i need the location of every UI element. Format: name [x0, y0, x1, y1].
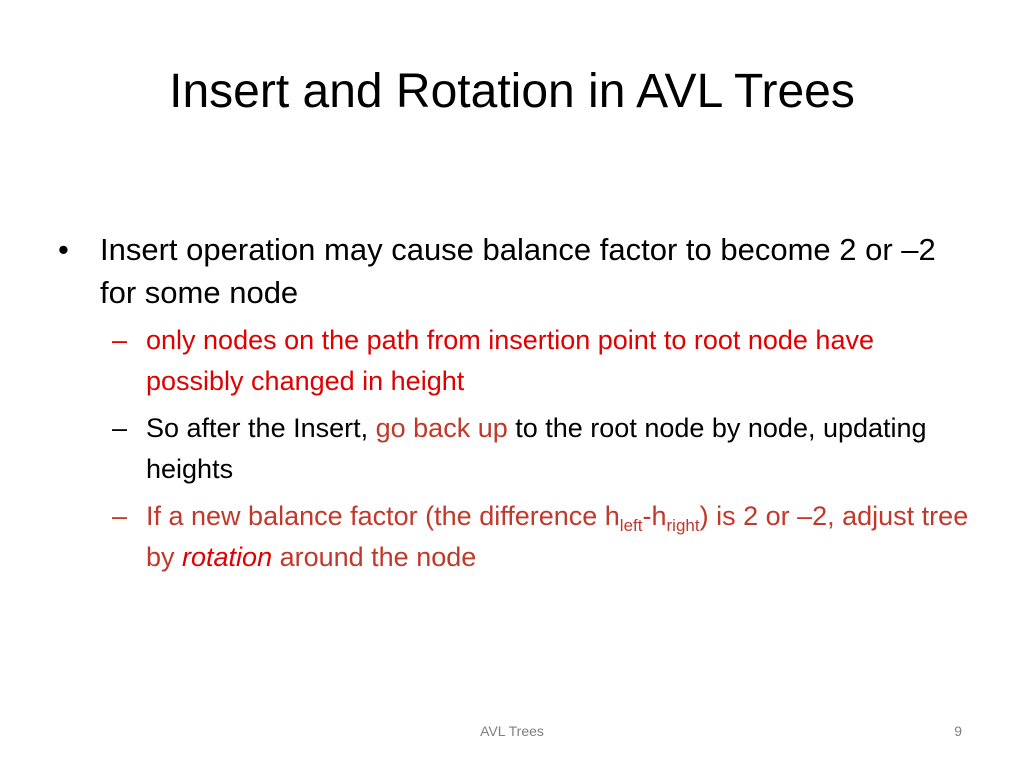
- subbullet-text-part: So after the Insert,: [146, 413, 376, 443]
- subbullet-text: only nodes on the path from insertion po…: [146, 325, 874, 396]
- subbullet-item: – If a new balance factor (the differenc…: [58, 496, 978, 578]
- subbullet-text-part: ) is 2 or –2, adjust tree by: [146, 501, 969, 572]
- subbullet-highlight: go back up: [375, 413, 508, 443]
- subbullet-text-part: -h: [642, 501, 667, 531]
- slide-title: Insert and Rotation in AVL Trees: [169, 65, 855, 118]
- footer-label: AVL Trees: [480, 723, 544, 739]
- subbullet-text-part: around the node: [272, 542, 477, 572]
- dash-icon: –: [112, 501, 128, 531]
- subbullet-text-part: to the root node by node, updating heigh…: [146, 413, 927, 484]
- bullet-item: • Insert operation may cause balance fac…: [58, 228, 978, 314]
- subscript-left: left: [619, 516, 643, 535]
- subscript-right: right: [666, 516, 700, 535]
- slide-body: • Insert operation may cause balance fac…: [58, 228, 978, 578]
- dash-icon: –: [112, 413, 128, 443]
- page-number: 9: [954, 723, 962, 739]
- subbullet-emphasis: rotation: [182, 542, 273, 572]
- dash-icon: –: [112, 325, 128, 355]
- subbullet-item: – only nodes on the path from insertion …: [58, 320, 978, 402]
- bullet-icon: •: [58, 232, 69, 267]
- subbullet-text-part: If a new balance factor (the difference …: [146, 501, 620, 531]
- subbullet-item: – So after the Insert, go back up to the…: [58, 408, 978, 490]
- bullet-text: Insert operation may cause balance facto…: [100, 232, 936, 310]
